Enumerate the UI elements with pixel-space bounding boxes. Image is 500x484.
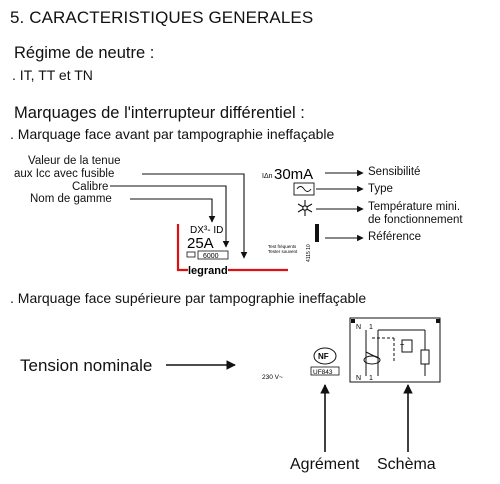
label-temperature-1: Température mini.: [368, 201, 461, 213]
schema-1-bottom: 1: [369, 375, 373, 382]
schema-n-top: N: [356, 324, 361, 331]
top-marking-intro: . Marquage face supérieure par tampograp…: [10, 290, 367, 306]
right-arrows: [316, 169, 364, 242]
wiring-schematic: [349, 317, 441, 383]
device-red-edge: [176, 224, 288, 272]
label-schema: Schèma: [377, 456, 436, 473]
nf-logo-icon: [313, 347, 337, 365]
schema-t-label: T: [400, 344, 405, 351]
icc-box: [197, 250, 229, 260]
sensitivity-text: 30mA: [274, 166, 313, 183]
label-agrement: Agrément: [290, 456, 360, 473]
reference-vertical-text: 4115 10: [306, 244, 312, 262]
label-calibre: Calibre: [72, 181, 109, 193]
label-temperature-2: de fonctionnement: [368, 214, 463, 226]
connector-nom-gamme: [130, 198, 216, 223]
label-nom-gamme: Nom de gamme: [30, 193, 112, 205]
device-range-text: DX³- ID: [190, 225, 223, 236]
marquages-heading: Marquages de l'interrupteur différentiel…: [14, 104, 305, 122]
fuse-icon: [186, 251, 196, 258]
label-reference: Référence: [368, 231, 422, 243]
front-marking-intro: . Marquage face avant par tampographie i…: [10, 126, 335, 142]
connector-valeur-tenue: [142, 173, 248, 259]
type-box: [293, 182, 315, 196]
left-connectors: [110, 173, 248, 259]
regime-heading: Régime de neutre :: [14, 44, 155, 62]
sine-wave-icon: [296, 186, 312, 192]
test-button: [315, 224, 319, 242]
label-valeur-tenue-1: Valeur de la tenue: [28, 155, 121, 167]
idn-prefix-text: IΔn: [262, 173, 273, 180]
label-tension-nominale: Tension nominale: [20, 356, 153, 375]
section-title: 5. CARACTERISTIQUES GENERALES: [10, 8, 314, 27]
device-icc-text: 6000: [203, 253, 219, 260]
schema-1-top: 1: [369, 324, 373, 331]
nf-code-text: UF843: [313, 369, 333, 376]
voltage-text: 230 V~: [262, 374, 283, 381]
nf-logo-text: NF: [318, 352, 329, 361]
label-sensibilite: Sensibilité: [368, 166, 421, 178]
regime-value: . IT, TT et TN: [12, 67, 93, 83]
label-valeur-tenue-2: aux Icc avec fusible: [14, 168, 115, 180]
label-type: Type: [368, 183, 393, 195]
schema-n-bottom: N: [356, 375, 361, 382]
brand-logo: legrand: [188, 265, 228, 277]
nf-code-box: [310, 366, 340, 376]
connector-calibre: [110, 185, 230, 248]
device-rating-text: 25A: [187, 235, 214, 252]
test-text-1: Test fréquents: [268, 244, 297, 249]
test-text-2: Tester souvent: [268, 249, 298, 254]
snowflake-icon: [297, 200, 313, 216]
